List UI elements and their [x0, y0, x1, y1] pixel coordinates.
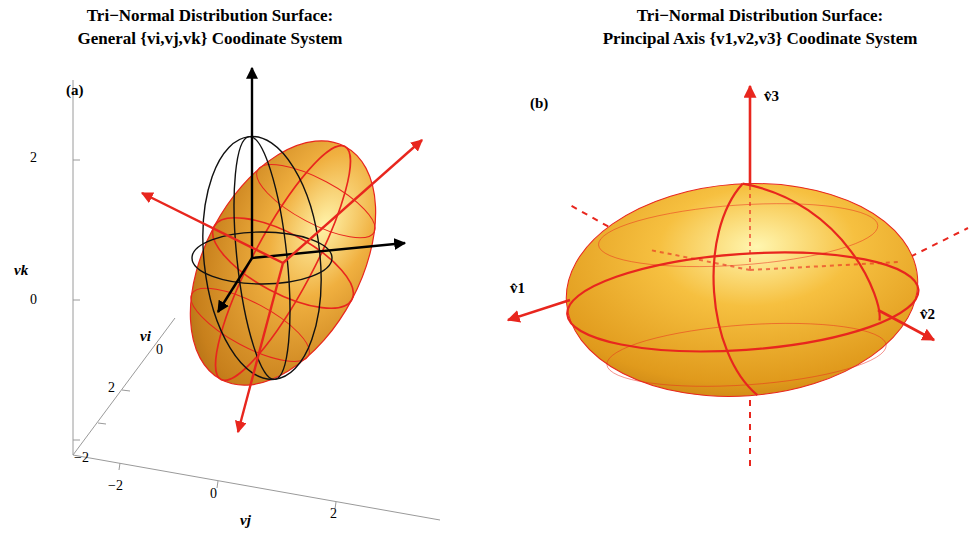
tick-label: 2	[330, 506, 337, 522]
tick-label: 0	[210, 486, 217, 502]
panel-letter: (b)	[530, 95, 548, 112]
panel-title: Tri−Normal Distribution Surface:	[87, 6, 333, 26]
panel-title: Tri−Normal Distribution Surface:	[637, 6, 883, 26]
panel-letter: (a)	[66, 82, 84, 99]
axis-label: vj	[240, 512, 251, 529]
tick-label: 0	[30, 292, 37, 308]
axis-label: v̂3	[764, 88, 779, 105]
axis-label: v̂2	[920, 306, 935, 323]
tick-label: 2	[108, 380, 115, 396]
axis-label: v̂1	[510, 280, 525, 297]
tick-label: 2	[30, 150, 37, 166]
axis-label: vk	[14, 262, 28, 279]
axis-label: vi	[140, 328, 151, 345]
tick-label: −2	[108, 478, 123, 494]
panel-subtitle: General {vi,vj,vk} Coodinate System	[77, 29, 342, 49]
tick-label: 0	[156, 342, 163, 358]
panel-subtitle: Principal Axis {v1,v2,v3} Coodinate Syst…	[603, 29, 918, 49]
tick-label: −2	[74, 450, 89, 466]
